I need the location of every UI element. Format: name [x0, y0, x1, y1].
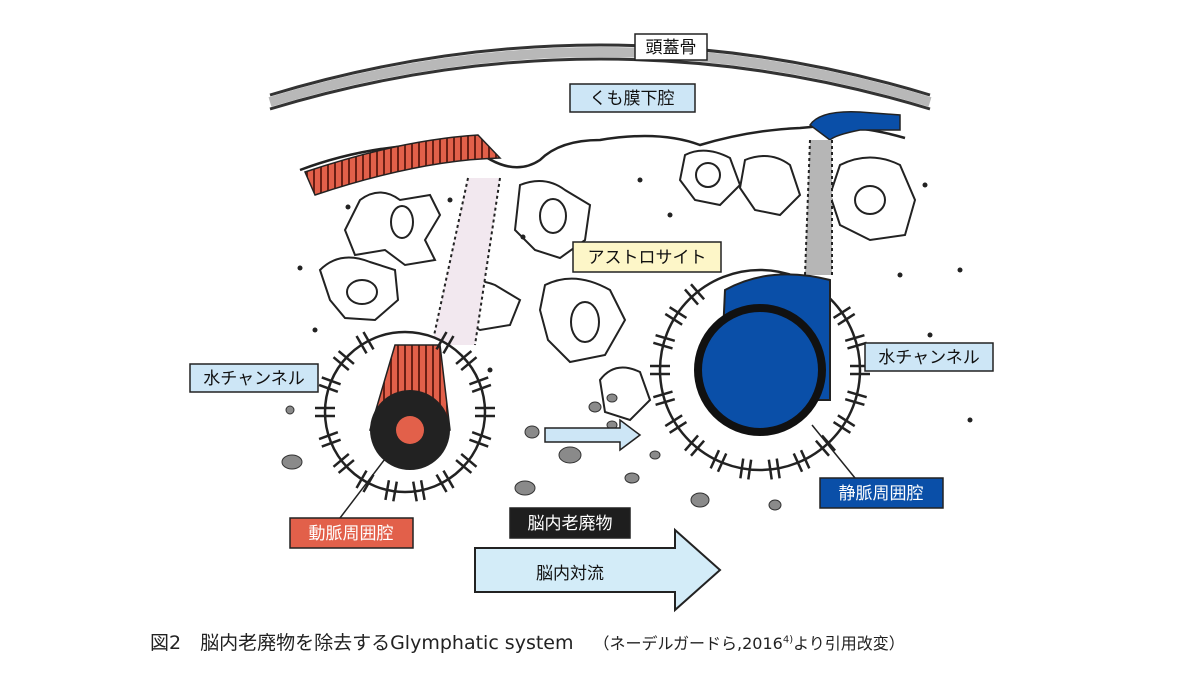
- water-channel-tick: [775, 458, 781, 479]
- water-channel-tick: [847, 390, 868, 399]
- water-channel-tick: [460, 356, 478, 372]
- water-channel-tick: [821, 434, 837, 452]
- water-channel-ticks-right: [650, 283, 870, 480]
- water-channel-tick: [652, 390, 673, 399]
- label-skull: 頭蓋骨: [634, 33, 708, 61]
- caption-source: （ネーデルガードら,20164)より引用改変）: [593, 634, 905, 653]
- periarterial-channel: [431, 177, 501, 346]
- water-channel-tick: [664, 312, 683, 326]
- svg-text:くも膜下腔: くも膜下腔: [590, 89, 675, 109]
- water-channel-tick: [332, 356, 350, 372]
- water-channel-tick: [739, 458, 745, 479]
- waste-particles: [281, 393, 782, 511]
- water-channel-tick: [337, 350, 355, 365]
- water-channel-tick: [442, 335, 455, 355]
- svg-text:頭蓋骨: 頭蓋骨: [646, 38, 697, 58]
- water-channel-tick: [767, 459, 773, 480]
- water-channel-tick: [321, 438, 342, 448]
- water-channel-tick: [321, 376, 342, 386]
- water-channel-tick: [332, 452, 350, 468]
- water-channel-tick: [471, 431, 492, 441]
- water-channel-tick: [362, 331, 375, 351]
- water-channel-tick: [355, 469, 368, 489]
- water-channel-tick: [832, 420, 852, 434]
- water-channel-tick: [668, 420, 688, 434]
- water-channel-tick: [655, 397, 676, 407]
- figure-caption: 図2 脳内老廃物を除去するGlymphatic system （ネーデルガードら,…: [150, 628, 905, 655]
- water-channel-tick: [435, 331, 448, 351]
- water-channel-tick: [832, 306, 852, 320]
- skull-band: [268, 43, 932, 111]
- water-channel-tick: [690, 439, 706, 457]
- water-channel-tick: [455, 459, 473, 474]
- water-channel-tick: [442, 469, 455, 489]
- caption-main: 図2 脳内老廃物を除去するGlymphatic system: [150, 632, 574, 654]
- surface-artery: [303, 134, 502, 196]
- water-channel-tick: [337, 459, 355, 474]
- water-channel-tick: [468, 438, 489, 448]
- water-channel-tick: [655, 333, 676, 343]
- svg-text:水チャンネル: 水チャンネル: [203, 369, 305, 389]
- astrocyte-cells: [318, 149, 917, 422]
- water-channel-tick: [460, 452, 478, 468]
- artery-cross-section: [323, 330, 487, 494]
- water-channel-tick: [411, 481, 418, 502]
- vein-cross-section: [658, 268, 862, 472]
- water-channel-tick: [318, 383, 339, 393]
- water-channel-tick: [747, 459, 753, 480]
- water-channel-tick: [690, 283, 706, 301]
- water-channel-tick: [392, 481, 399, 502]
- water-channel-tick: [716, 453, 728, 473]
- water-channel-tick: [844, 333, 865, 343]
- water-channel-tick: [799, 449, 811, 469]
- brain-flow-arrow: 脳内対流: [474, 527, 722, 613]
- water-channel-tick: [468, 376, 489, 386]
- label-water-channel-left: 水チャンネル: [189, 363, 319, 393]
- label-waste: 脳内老廃物: [509, 507, 631, 539]
- water-channel-tick: [384, 480, 391, 501]
- svg-text:水チャンネル: 水チャンネル: [878, 348, 980, 368]
- perivenous-channel: [804, 139, 833, 276]
- water-channel-tick: [683, 434, 699, 452]
- water-channel-tick: [814, 439, 830, 457]
- water-channel-tick: [471, 383, 492, 393]
- water-channel-tick: [837, 312, 856, 326]
- water-channel-tick: [683, 288, 699, 306]
- small-flow-arrow: [544, 418, 642, 452]
- water-channel-tick: [362, 473, 375, 493]
- water-channel-ticks-left: [315, 331, 495, 502]
- svg-text:動脈周囲腔: 動脈周囲腔: [309, 524, 394, 544]
- label-subarachnoid: くも膜下腔: [569, 83, 696, 113]
- label-astrocyte: アストロサイト: [572, 241, 722, 273]
- water-channel-tick: [709, 449, 721, 469]
- water-channel-tick: [355, 335, 368, 355]
- flow-label: 脳内対流: [536, 564, 604, 584]
- label-periarterial: 動脈周囲腔: [289, 454, 414, 549]
- water-channel-tick: [664, 414, 683, 428]
- water-channel-tick: [652, 341, 673, 350]
- water-channel-tick: [419, 480, 426, 501]
- water-channel-tick: [844, 397, 865, 407]
- svg-text:脳内老廃物: 脳内老廃物: [528, 514, 613, 534]
- label-perivenous: 静脈周囲腔: [811, 424, 944, 509]
- water-channel-tick: [847, 341, 868, 350]
- water-channel-tick: [455, 350, 473, 365]
- svg-text:静脈周囲腔: 静脈周囲腔: [839, 484, 924, 504]
- water-channel-tick: [318, 431, 339, 441]
- water-channel-tick: [792, 453, 804, 473]
- svg-text:アストロサイト: アストロサイト: [588, 248, 707, 268]
- water-channel-tick: [837, 414, 856, 428]
- water-channel-tick: [435, 473, 448, 493]
- water-channel-tick: [668, 306, 688, 320]
- background-dots: [297, 177, 973, 423]
- label-water-channel-right: 水チャンネル: [864, 342, 994, 372]
- surface-vein: [808, 111, 901, 141]
